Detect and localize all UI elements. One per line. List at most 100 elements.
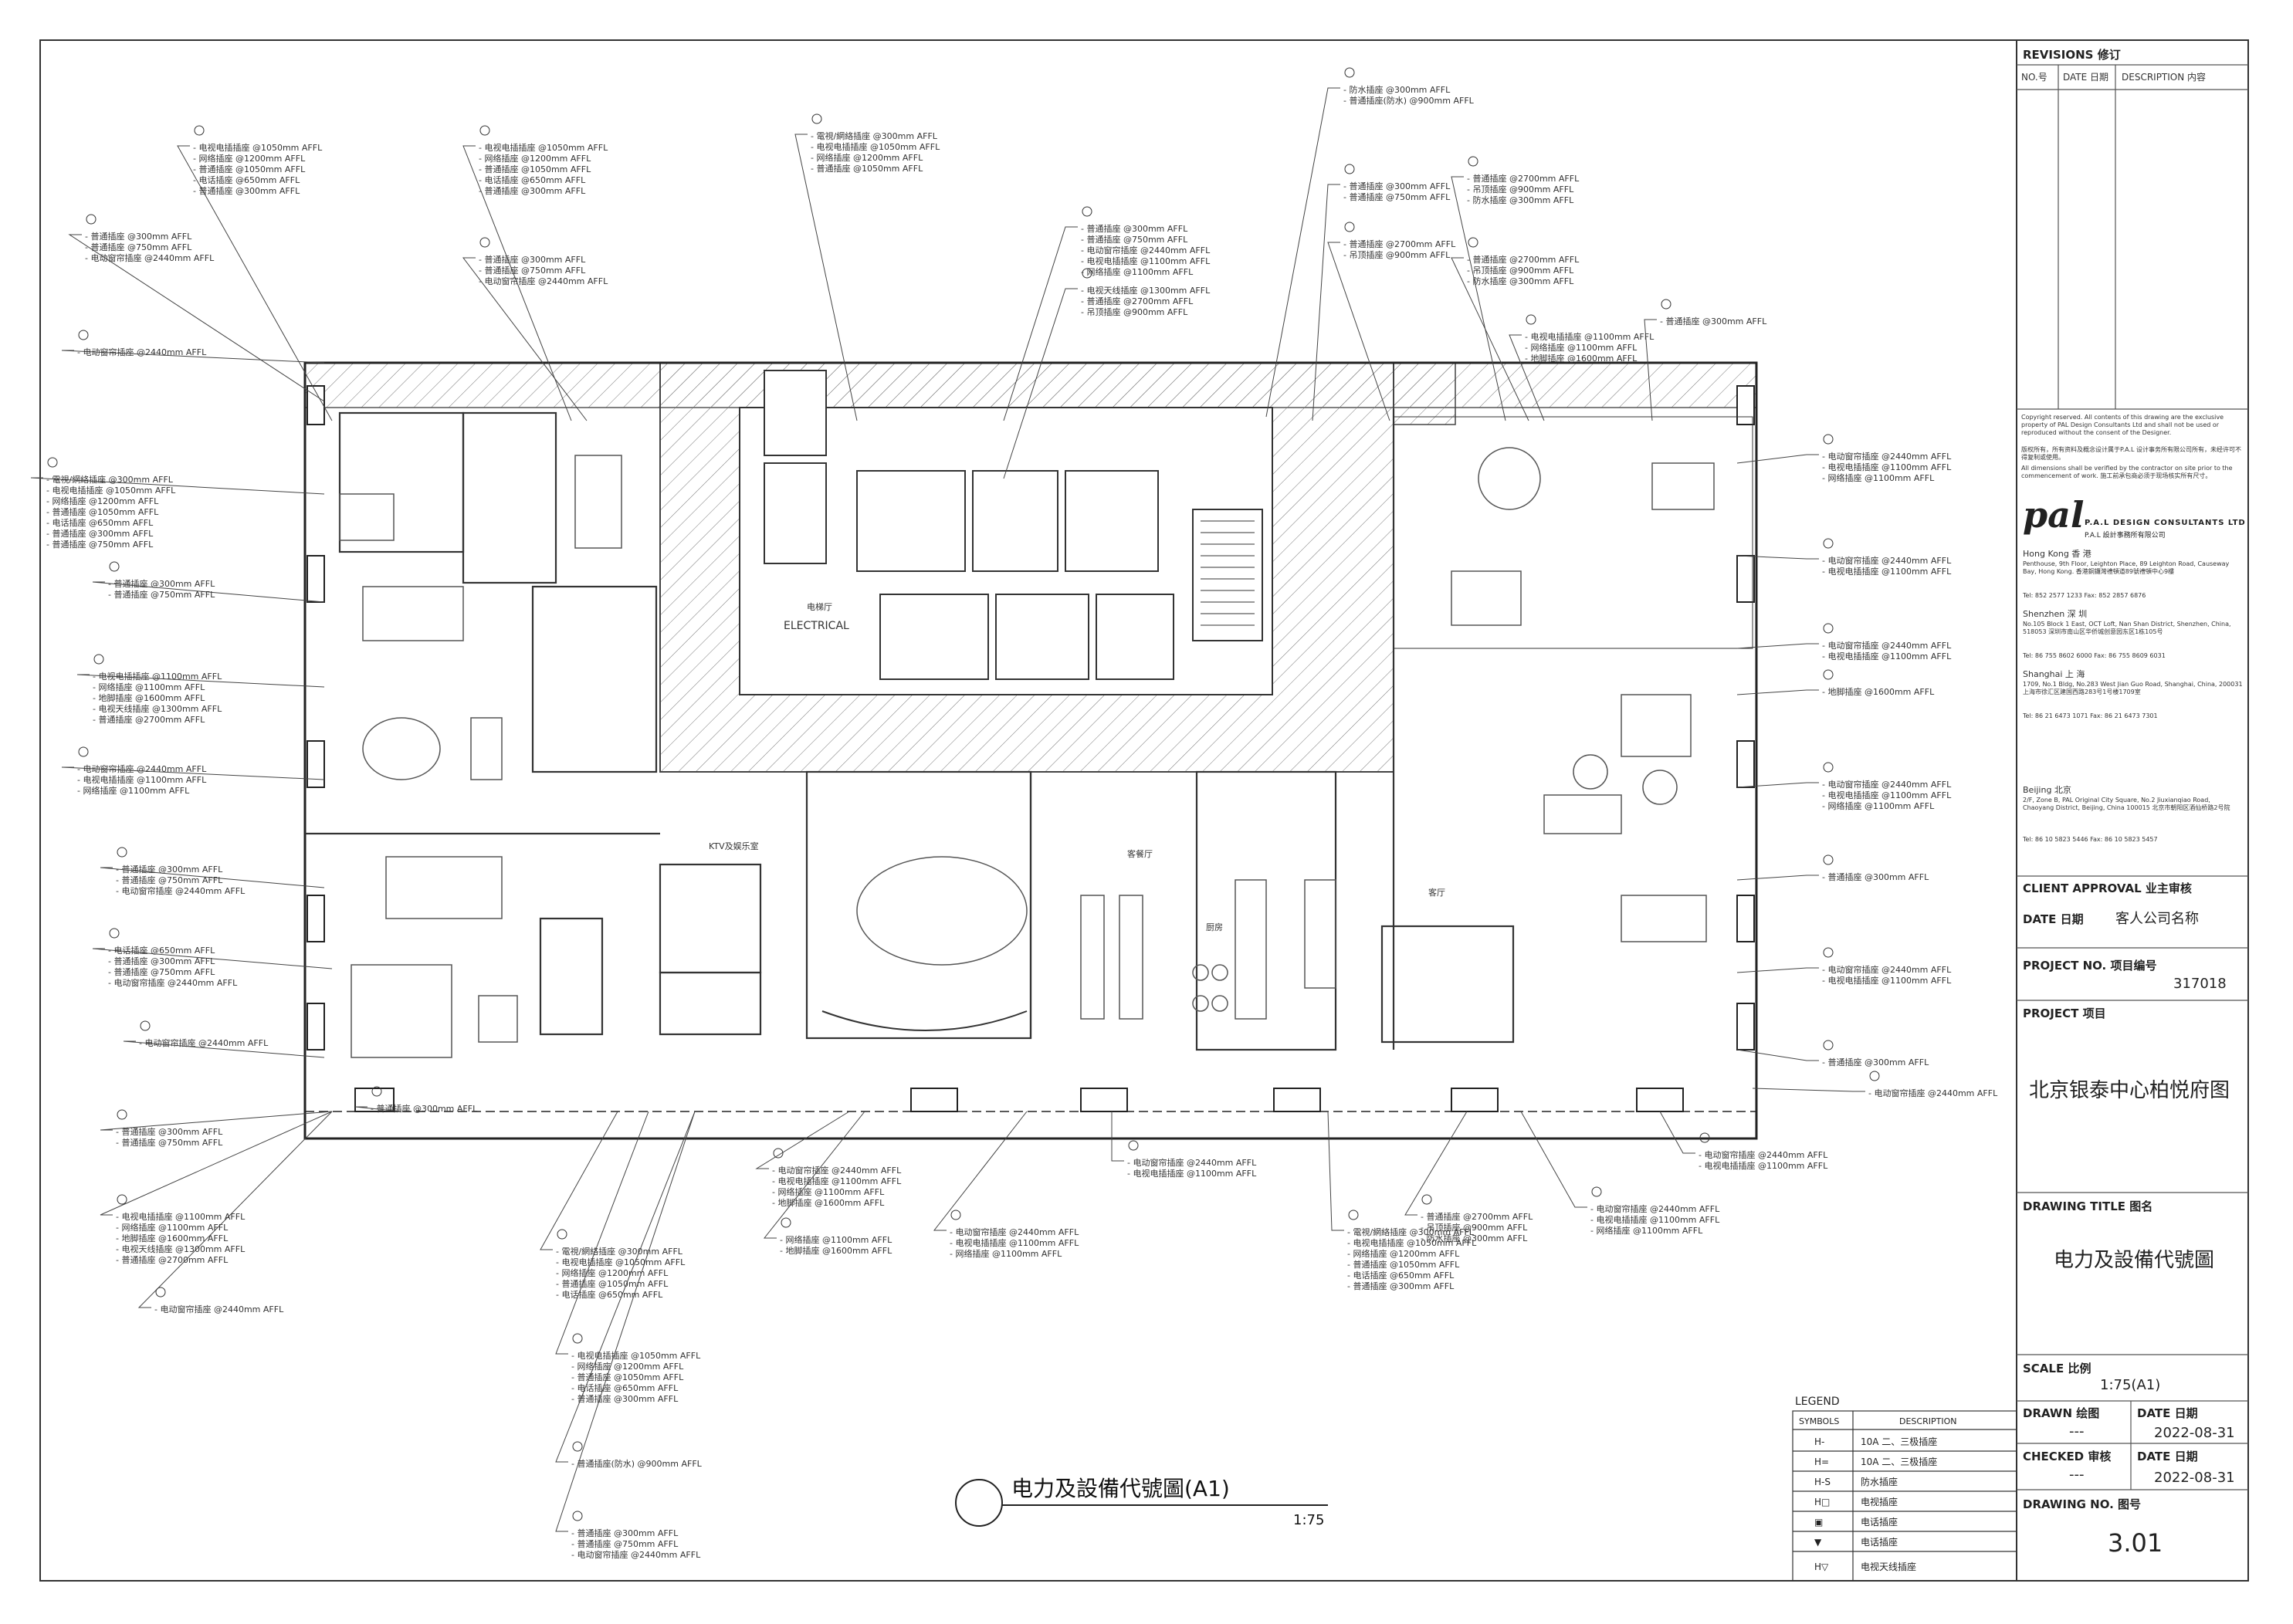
socket-symbol-icon <box>811 113 822 124</box>
callout-leader <box>354 1106 402 1112</box>
socket-symbol-icon <box>117 847 127 858</box>
callout-text: - 电动窗帘插座 @2440mm AFFL <box>1822 555 1952 566</box>
callout-text: - 地脚插座 @1600mm AFFL <box>780 1245 892 1256</box>
callout-text: - 普通插座 @300mm AFFL <box>1343 181 1451 191</box>
callout-text: - 电视电插插座 @1100mm AFFL <box>1822 975 1952 986</box>
callout-text: - 网络插座 @1100mm AFFL <box>780 1234 892 1245</box>
project-label: PROJECT 项目 <box>2023 1007 2106 1020</box>
callout-text: - 普通插座 @300mm AFFL <box>571 1393 679 1404</box>
room-label: 厨房 <box>1206 922 1223 932</box>
callout-leader <box>1265 87 1340 418</box>
company-name: P.A.L DESIGN CONSULTANTS LTD <box>2085 519 2246 527</box>
socket-symbol-icon <box>1661 299 1671 310</box>
callout-leader <box>61 766 325 780</box>
callout-leader <box>1644 319 1657 421</box>
drawing-caption: 电力及設備代號圖(A1) <box>1011 1476 1230 1501</box>
revision-header-date: DATE 日期 <box>2063 72 2109 83</box>
project-name: 北京银泰中心柏悦府图 <box>2029 1079 2230 1102</box>
socket-symbol-icon <box>557 1229 567 1240</box>
callout-text: - 电话插座 @650mm AFFL <box>571 1382 679 1393</box>
project-no: 317018 <box>2173 976 2227 992</box>
callout-text: - 普通插座 @1050mm AFFL <box>46 506 159 517</box>
date-label: DATE 日期 <box>2023 912 2084 926</box>
callout-text: - 电视天线插座 @1300mm AFFL <box>116 1243 246 1254</box>
callout-text: - 普通插座 @300mm AFFL <box>1081 223 1188 234</box>
drawn-value: --- <box>2069 1423 2085 1440</box>
office-city: Shanghai 上 海 <box>2023 669 2085 679</box>
office-phone: Tel: 852 2577 1233 Fax: 852 2857 6876 <box>2023 592 2146 599</box>
socket-symbol-icon <box>1082 268 1092 279</box>
callout-text: - 电动窗帘插座 @2440mm AFFL <box>1822 964 1952 975</box>
callout-text: - 电动窗帘插座 @2440mm AFFL <box>77 347 207 357</box>
legend-symbol: ▣ <box>1814 1517 1823 1528</box>
callout-text: - 普通插座 @750mm AFFL <box>85 242 192 252</box>
client-name: 客人公司名称 <box>2115 911 2199 927</box>
callout-text: - 吊顶插座 @900mm AFFL <box>1467 184 1574 195</box>
callout-leader <box>763 1111 865 1239</box>
callout-leader <box>1509 334 1545 421</box>
callout-text: - 電視/網絡插座 @300mm AFFL <box>46 474 174 485</box>
callout-leader <box>68 234 325 402</box>
legend-symbol: ▼ <box>1814 1537 1822 1548</box>
legend-description: 电话插座 <box>1861 1536 1898 1548</box>
office-phone: Tel: 86 21 6473 1071 Fax: 86 21 6473 730… <box>2023 712 2158 719</box>
callout-leader <box>1659 1111 1695 1154</box>
callout-text: - 普通插座 @300mm AFFL <box>479 185 586 196</box>
callout-text: - 普通插座 @1050mm AFFL <box>193 164 306 174</box>
callout-text: - 电话插座 @650mm AFFL <box>479 174 586 185</box>
drawing-no: 3.01 <box>2108 1528 2163 1558</box>
callout-leader <box>177 145 333 421</box>
checked-value: --- <box>2069 1467 2085 1483</box>
office-phone: Tel: 86 755 8602 6000 Fax: 86 755 8609 6… <box>2023 652 2166 659</box>
socket-symbol-icon <box>117 1109 127 1120</box>
callout-leader <box>100 867 325 888</box>
callout-leader <box>555 1111 696 1463</box>
legend-symbol: H-S <box>1814 1477 1831 1487</box>
callout-text: - 电视电插插座 @1050mm AFFL <box>556 1257 686 1267</box>
socket-symbol-icon <box>1823 434 1834 445</box>
socket-symbol-icon <box>1823 762 1834 773</box>
socket-symbol-icon <box>1468 156 1478 167</box>
callout-text: - 吊顶插座 @900mm AFFL <box>1343 249 1451 260</box>
legend-header-description: DESCRIPTION <box>1899 1416 1956 1426</box>
socket-symbol-icon <box>773 1148 784 1159</box>
callout-leader <box>61 350 325 364</box>
socket-symbol-icon <box>1128 1140 1139 1151</box>
callout-text: - 电视电插插座 @1100mm AFFL <box>772 1176 902 1186</box>
socket-symbol-icon <box>781 1217 791 1228</box>
callout-text: - 电视电插插座 @1100mm AFFL <box>1822 566 1952 577</box>
socket-symbol-icon <box>1823 1040 1834 1051</box>
callout-text: - 普通插座 @300mm AFFL <box>371 1103 478 1114</box>
callout-text: - 电话插座 @650mm AFFL <box>556 1289 663 1300</box>
legend-symbol: H- <box>1814 1436 1824 1447</box>
socket-symbol-icon <box>1823 623 1834 634</box>
office-city: Beijing 北京 <box>2023 785 2071 795</box>
callout-text: - 普通插座 @300mm AFFL <box>108 578 215 589</box>
callout-text: - 电视电插插座 @1100mm AFFL <box>1699 1160 1828 1171</box>
callout-text: - 网络插座 @1100mm AFFL <box>772 1186 885 1197</box>
callout-text: - 电动窗帘插座 @2440mm AFFL <box>1699 1149 1828 1160</box>
room-label: 客餐厅 <box>1127 848 1153 859</box>
callout-text: - 普通插座 @300mm AFFL <box>46 528 154 539</box>
sheet-border <box>39 39 2249 1582</box>
callout-text: - 网络插座 @1200mm AFFL <box>556 1267 669 1278</box>
legend-description: 10A 二、三极插座 <box>1861 1456 1937 1467</box>
socket-symbol-icon <box>1468 237 1478 248</box>
socket-symbol-icon <box>47 457 58 468</box>
callout-text: - 普通插座(防水) @900mm AFFL <box>1343 95 1475 106</box>
callout-text: - 普通插座 @1050mm AFFL <box>571 1372 684 1382</box>
core-rooms <box>739 370 1273 695</box>
callout-text: - 地脚插座 @1600mm AFFL <box>116 1233 229 1243</box>
callout-text: - 電視/網絡插座 @300mm AFFL <box>556 1246 683 1257</box>
company-name-cn: P.A.L 設計事務所有限公司 <box>2085 532 2166 540</box>
callout-text: - 网络插座 @1200mm AFFL <box>1347 1248 1460 1259</box>
copyright-en: Copyright reserved. All contents of this… <box>2021 414 2224 436</box>
socket-symbol-icon <box>371 1086 382 1097</box>
office-address: Penthouse, 9th Floor, Leighton Place, 89… <box>2023 560 2230 575</box>
title-block-grid <box>2017 64 2248 1490</box>
callout-text: - 电视电插插座 @1100mm AFFL <box>1590 1214 1720 1225</box>
socket-symbol-icon <box>86 214 97 225</box>
legend-title: LEGEND <box>1795 1396 1840 1408</box>
socket-symbol-icon <box>1699 1132 1710 1143</box>
